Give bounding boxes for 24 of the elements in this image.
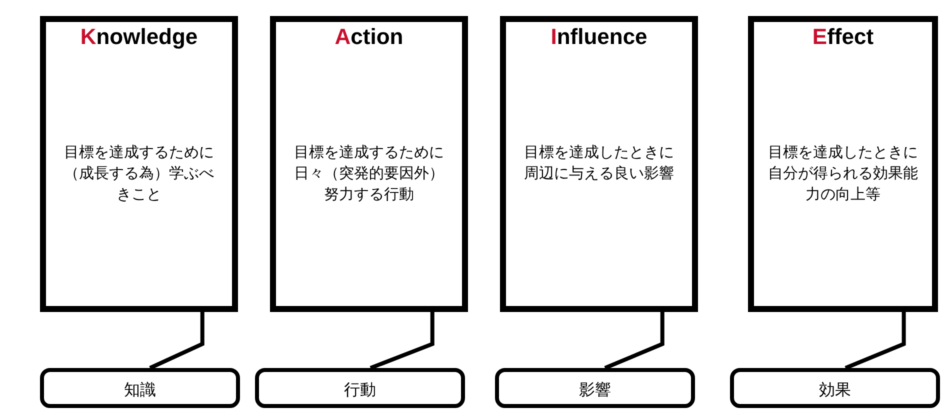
callout-tail <box>604 312 664 370</box>
card-box <box>748 16 938 312</box>
card-text: 目標を達成したときに周辺に与える良い影響 <box>523 142 675 184</box>
callout-bubble <box>730 368 940 408</box>
card-text: 目標を達成したときに自分が得られる効果能力の向上等 <box>768 142 918 205</box>
card-text: 目標を達成するために日々（突発的要因外）努力する行動 <box>293 142 445 205</box>
callout-bubble <box>40 368 240 408</box>
card-heading: Effect <box>811 23 875 51</box>
card-heading: Action <box>334 23 404 51</box>
callout-text: 行動 <box>344 380 376 399</box>
callout-text: 効果 <box>819 380 851 399</box>
card-box <box>270 16 468 312</box>
callout-tail <box>370 312 434 370</box>
card-heading: Influence <box>550 23 648 51</box>
callout-bubble <box>255 368 465 408</box>
callout-text: 知識 <box>124 380 156 399</box>
card-box <box>500 16 698 312</box>
callout-tail <box>149 312 204 370</box>
card-text: 目標を達成するために（成長する為）学ぶべきこと <box>63 142 215 205</box>
callout-text: 影響 <box>579 380 611 399</box>
callout-tail <box>844 312 906 370</box>
card-heading: Knowledge <box>79 23 199 51</box>
callout-bubble <box>495 368 695 408</box>
card-box <box>40 16 238 312</box>
